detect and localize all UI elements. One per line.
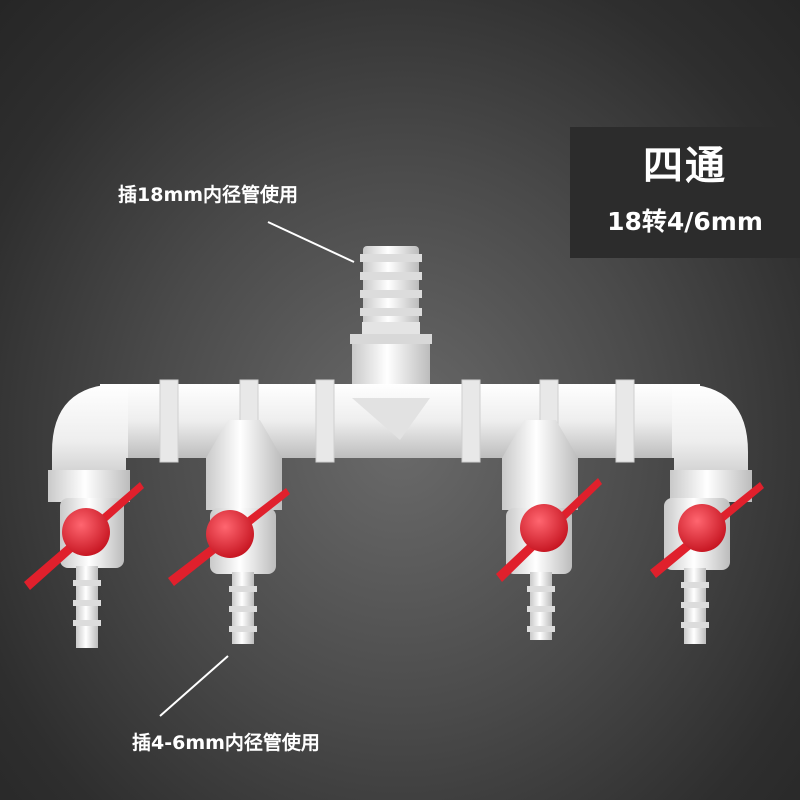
ball-valve-1 <box>24 482 144 648</box>
outlet-pointer-line <box>159 655 229 717</box>
ball-valve-2 <box>168 488 290 644</box>
product-badge: 四通 18转4/6mm <box>570 127 800 258</box>
ball-valve-4 <box>650 482 764 644</box>
inner-right-tee <box>502 420 578 510</box>
inlet-barb <box>350 246 432 398</box>
left-elbow <box>48 384 130 502</box>
right-elbow <box>670 384 752 502</box>
badge-subtitle: 18转4/6mm <box>607 207 763 236</box>
outlet-label: 插4-6mm内径管使用 <box>132 732 320 754</box>
manifold-pipe <box>100 379 700 463</box>
inlet-label: 插18mm内径管使用 <box>118 184 299 206</box>
inlet-pointer-line <box>267 221 355 263</box>
ball-valve-3 <box>496 478 602 640</box>
inner-left-tee <box>206 420 282 510</box>
badge-title: 四通 <box>643 143 727 189</box>
